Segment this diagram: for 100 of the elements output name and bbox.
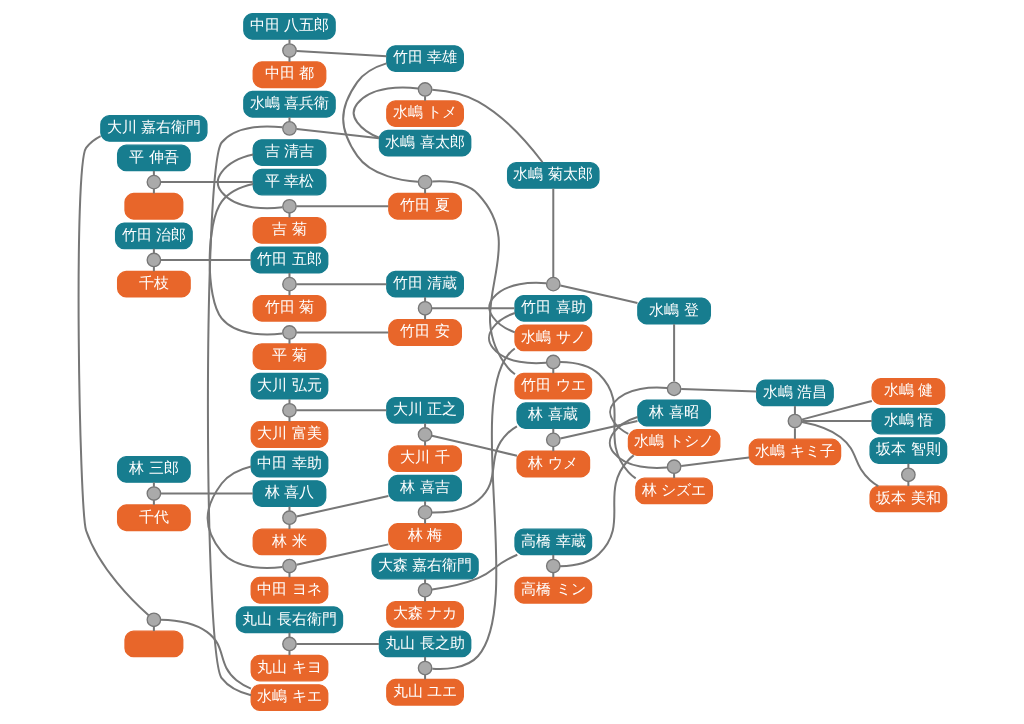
node-box: 坂本 美和 bbox=[868, 485, 947, 513]
node-box: 中田 ヨネ bbox=[250, 576, 328, 604]
node-circle bbox=[545, 558, 561, 574]
connector bbox=[423, 519, 426, 524]
connector bbox=[352, 86, 418, 139]
connector bbox=[423, 441, 426, 446]
node-circle bbox=[281, 558, 297, 574]
connector bbox=[672, 324, 675, 382]
node-box: 高橋 ミン bbox=[513, 576, 592, 604]
connector bbox=[801, 420, 872, 423]
node-circle bbox=[666, 381, 681, 397]
node-circle bbox=[281, 43, 297, 58]
node-box: 中田 幸助 bbox=[250, 450, 328, 478]
node-person bbox=[123, 192, 183, 220]
node-circle bbox=[281, 276, 297, 292]
node-box: 水嶋 菊太郎 bbox=[506, 161, 600, 189]
connector bbox=[341, 62, 418, 183]
node-box: 水嶋 キミ子 bbox=[748, 438, 841, 466]
node-box: 竹田 安 bbox=[387, 319, 462, 346]
connector bbox=[160, 181, 253, 184]
connector bbox=[801, 421, 879, 487]
connector bbox=[287, 213, 290, 218]
connector bbox=[77, 135, 149, 616]
connector bbox=[559, 284, 638, 304]
node-circle bbox=[417, 660, 432, 676]
node-circle bbox=[666, 459, 681, 475]
connector bbox=[431, 88, 543, 163]
node-box: 水嶋 浩昌 bbox=[755, 379, 834, 407]
connector bbox=[487, 281, 546, 334]
node-box: 中田 八五郎 bbox=[242, 12, 336, 40]
node-box: 水嶋 喜兵衛 bbox=[242, 90, 336, 118]
node-box: 坂本 智則 bbox=[868, 437, 947, 465]
node-box: 竹田 五郎 bbox=[250, 246, 328, 274]
connector bbox=[206, 465, 283, 570]
node-box: 水嶋 登 bbox=[636, 297, 711, 325]
node-circle bbox=[146, 252, 161, 268]
connector bbox=[152, 482, 155, 487]
connector bbox=[423, 501, 426, 506]
connector bbox=[431, 425, 517, 514]
node-circle bbox=[545, 354, 561, 370]
node-box: 千代 bbox=[116, 504, 191, 532]
connector bbox=[680, 388, 757, 393]
node-circle bbox=[281, 636, 297, 652]
connector bbox=[680, 456, 749, 467]
connector bbox=[431, 347, 515, 670]
node-box: 水嶋 喜太郎 bbox=[378, 129, 471, 157]
connector bbox=[287, 399, 290, 404]
connector bbox=[431, 553, 518, 591]
node-box: 林 米 bbox=[252, 528, 326, 556]
node-circle bbox=[146, 612, 161, 628]
node-box: 林 シズエ bbox=[634, 477, 713, 505]
node-box: 大川 千 bbox=[387, 445, 462, 473]
connector bbox=[800, 399, 872, 421]
node-box: 林 喜蔵 bbox=[515, 402, 590, 430]
connector bbox=[295, 543, 389, 566]
node-box: 竹田 治郎 bbox=[114, 222, 193, 250]
node-box: 大川 嘉右衛門 bbox=[99, 115, 208, 142]
node-box: 大森 嘉右衛門 bbox=[370, 552, 479, 580]
node-circle bbox=[787, 413, 802, 429]
node-box: 林 喜八 bbox=[252, 480, 326, 507]
node-box: 林 喜昭 bbox=[636, 399, 711, 427]
connector bbox=[152, 500, 155, 505]
node-box: 竹田 幸雄 bbox=[385, 45, 464, 72]
node-circle bbox=[417, 300, 432, 316]
connector bbox=[559, 420, 638, 440]
node-circle bbox=[146, 486, 161, 501]
node-box: 竹田 ウエ bbox=[513, 372, 592, 400]
node-circle bbox=[281, 402, 297, 418]
node-box: 平 幸松 bbox=[252, 168, 326, 196]
connector bbox=[287, 39, 290, 44]
node-box: 竹田 夏 bbox=[387, 192, 462, 220]
node-box: 水嶋 トメ bbox=[385, 100, 464, 128]
node-box: 千枝 bbox=[116, 270, 191, 298]
node-box: 平 菊 bbox=[252, 343, 326, 371]
node-box: 竹田 菊 bbox=[252, 294, 326, 322]
node-box: 水嶋 キエ bbox=[250, 684, 328, 712]
node-box: 丸山 長之助 bbox=[378, 630, 471, 658]
node-box: 水嶋 悟 bbox=[870, 407, 945, 435]
connector bbox=[296, 205, 388, 208]
connector bbox=[423, 297, 426, 302]
connector bbox=[423, 315, 426, 320]
node-circle bbox=[417, 174, 432, 190]
connector bbox=[160, 618, 251, 690]
node-box: 丸山 キヨ bbox=[250, 654, 328, 682]
connector bbox=[672, 473, 675, 479]
node-box: 林 三郎 bbox=[116, 455, 191, 483]
connector bbox=[423, 96, 426, 101]
connector bbox=[608, 386, 667, 435]
node-circle bbox=[417, 504, 432, 520]
node-circle bbox=[281, 198, 297, 214]
node-box: 大川 正之 bbox=[385, 396, 464, 424]
connector bbox=[296, 409, 387, 412]
node-box: 丸山 長右衛門 bbox=[235, 606, 343, 634]
node-circle bbox=[281, 325, 297, 340]
node-circle bbox=[417, 427, 432, 442]
connector bbox=[559, 360, 636, 480]
connector bbox=[296, 642, 379, 645]
node-box: 水嶋 サノ bbox=[513, 324, 592, 352]
node-box: 林 ウメ bbox=[515, 450, 590, 478]
node-box: 水嶋 健 bbox=[870, 378, 945, 405]
